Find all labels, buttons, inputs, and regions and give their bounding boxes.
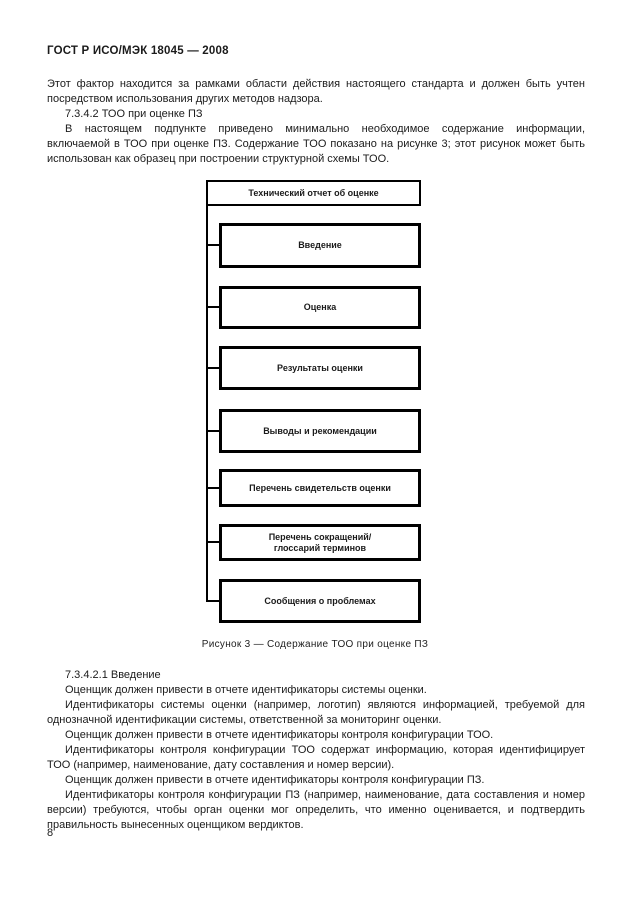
- page-number: 8: [47, 827, 54, 839]
- figure-box-label: Введение: [298, 240, 342, 250]
- figure-diagram: Технический отчет об оценке Введение Оце…: [206, 180, 422, 624]
- figure-box-abbreviations-glossary: Перечень сокращений/ глоссарий терминов: [219, 524, 421, 561]
- connector-stub-line: [208, 541, 220, 543]
- paragraph: В настоящем подпункте приведено минималь…: [47, 123, 585, 165]
- figure-box-root: Технический отчет об оценке: [206, 180, 421, 206]
- figure-box-label: Перечень сокращений/ глоссарий терминов: [268, 531, 372, 553]
- paragraph: Идентификаторы контроля конфигурации ТОО…: [47, 744, 585, 771]
- connector-stub-line: [208, 487, 220, 489]
- section-text-block: 7.3.4.2.1 Введение Оценщик должен привес…: [47, 668, 585, 833]
- clause-heading: 7.3.4.2 ТОО при оценке ПЗ: [65, 108, 203, 120]
- document-header-title: ГОСТ Р ИСО/МЭК 18045 — 2008: [47, 45, 229, 57]
- paragraph: Оценщик должен привести в отчете идентиф…: [65, 774, 485, 786]
- figure-box-conclusions-recommendations: Выводы и рекомендации: [219, 409, 421, 453]
- connector-stub-line: [208, 600, 220, 602]
- connector-stub-line: [208, 430, 220, 432]
- figure-box-evaluation-results: Результаты оценки: [219, 346, 421, 390]
- figure-box-label: Перечень свидетельств оценки: [249, 482, 391, 493]
- figure-box-introduction: Введение: [219, 223, 421, 268]
- paragraph: Этот фактор находится за рамками области…: [47, 78, 585, 105]
- paragraph: Оценщик должен привести в отчете идентиф…: [65, 684, 427, 696]
- figure-box-label: Сообщения о проблемах: [264, 595, 376, 606]
- figure-caption: Рисунок 3 — Содержание ТОО при оценке ПЗ: [201, 639, 429, 650]
- figure-box-label: Результаты оценки: [277, 362, 363, 373]
- figure-box-problem-reports: Сообщения о проблемах: [219, 579, 421, 623]
- figure-box-label: Выводы и рекомендации: [263, 425, 377, 436]
- figure-box-label: Оценка: [303, 302, 337, 312]
- clause-heading: 7.3.4.2.1 Введение: [65, 669, 161, 681]
- paragraph: Идентификаторы контроля конфигурации ПЗ …: [47, 789, 585, 831]
- connector-stub-line: [208, 306, 220, 308]
- paragraph: Оценщик должен привести в отчете идентиф…: [65, 729, 494, 741]
- connector-stub-line: [208, 244, 220, 246]
- figure-box-evidence-list: Перечень свидетельств оценки: [219, 469, 421, 507]
- intro-text-block: Этот фактор находится за рамками области…: [47, 77, 585, 167]
- connector-trunk-line: [206, 206, 208, 602]
- figure-box-label: Технический отчет об оценке: [248, 188, 379, 198]
- paragraph: Идентификаторы системы оценки (например,…: [47, 699, 585, 726]
- connector-stub-line: [208, 367, 220, 369]
- figure-box-evaluation: Оценка: [219, 286, 421, 329]
